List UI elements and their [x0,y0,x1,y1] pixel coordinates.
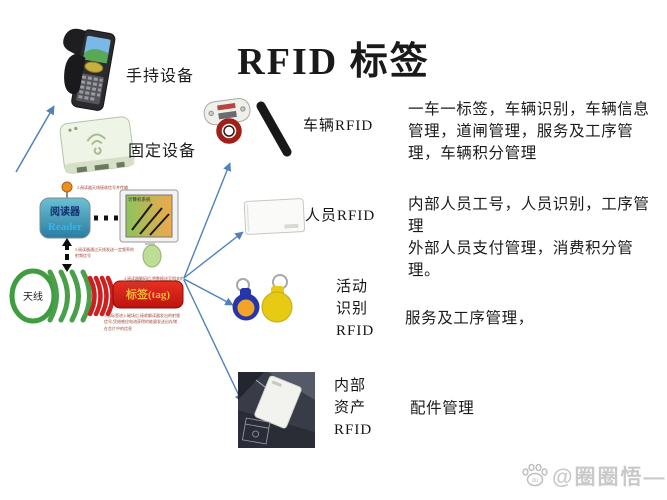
tag-box-label: 标签(tag) [125,287,170,301]
reader-box [39,197,91,239]
asset-photo-image [238,372,315,448]
reader-box-label-en: Reader [48,221,82,233]
reader-antenna-ball [61,181,73,193]
svg-text:du: du [532,478,539,484]
handheld-scanner-image [63,28,116,111]
scanner-grip-top [63,28,86,57]
computer-system-label: 计算机系统 [128,196,151,203]
principle-note-1: 1.当标签进入磁场后,接收解读器发出的射频信号,凭借感应电流获得的能量发送出存储… [104,313,180,331]
asset-rfid-description: 配件管理 [410,400,475,417]
keyfob-image [232,274,293,323]
fixed-device-label: 固定设备 [128,143,197,160]
scanner-handle [64,53,86,95]
vehicle-tag-image [203,97,292,157]
antenna-label: 天线 [23,290,43,303]
wifi-arcs-icon [86,133,107,155]
activity-rfid-label: 活动 识别 RFID [336,279,375,339]
red-wave-arcs [87,275,115,317]
asset-outline-shape [241,417,271,445]
page-title: RFID 标签 [237,41,430,83]
reader-box-label-cn: 阅读器 [50,205,81,218]
handheld-device-label: 手持设备 [126,68,195,85]
baidu-paw-icon: du [522,463,548,487]
activity-rfid-description: 服务及工序管理， [405,310,534,327]
watermark-text: @圈圈悟— [552,466,667,489]
vehicle-antenna-rod [256,101,292,157]
id-card-body [243,198,306,235]
asset-rfid-label: 内部 资产 RFID [334,378,373,438]
rfid-principle-diagram: 阅读器 Reader 计算机系统 天线 [9,181,184,324]
personnel-rfid-label: 人员RFID [305,208,376,224]
vehicle-tag-coil [216,118,242,144]
screen-strokes [131,203,170,236]
principle-note-3: 3.阅读器通过天线发送一定频率的射频信号 [75,247,134,259]
tag-box [112,280,184,309]
watermark: du @圈圈悟— [521,461,666,491]
vehicle-rfid-description: 一车一标签，车辆识别，车辆信息管理，道闸管理，服务及工序管理，车辆积分管理 [408,101,650,162]
id-card-image [243,198,306,235]
fixed-reader-image [59,116,135,174]
green-wave-arcs [47,269,92,323]
upper-system-blob [142,244,162,268]
personnel-rfid-description: 内部人员工号，人员识别，工序管理 外部人员支付管理，消费积分管理。 [408,196,650,279]
principle-note-2: 2.阅读器天线接收信号并传输 [77,185,128,190]
yellow-fob [261,291,293,323]
principle-note-4: 4.阅读器解码后,将数据送至相关的上层处理系统 [124,276,184,288]
vehicle-rfid-label: 车辆RFID [303,118,374,134]
